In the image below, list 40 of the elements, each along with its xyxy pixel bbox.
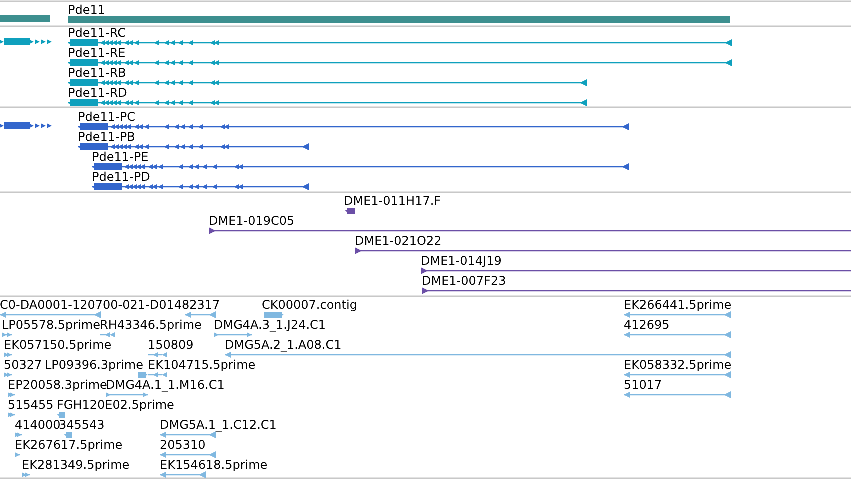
feature-label: DME1-014J19 — [421, 254, 502, 268]
feature-label: EK281349.5prime — [22, 458, 130, 472]
feature-label: DMG4A.1_1.M16.C1 — [106, 378, 225, 392]
feature-label: 515455 — [8, 398, 54, 412]
feature-label: DMG4A.3_1.J24.C1 — [214, 318, 326, 332]
feature-label: FGH120E02.5prime — [57, 398, 174, 412]
feature-label: EK058332.5prime — [624, 358, 732, 372]
feature-label: 414000 — [15, 418, 61, 432]
feature-label: LP05578.5prime — [2, 318, 101, 332]
feature-label: DME1-019C05 — [209, 214, 295, 228]
feature-label: DMG5A.2_1.A08.C1 — [225, 338, 342, 352]
feature-label: DME1-007F23 — [422, 274, 506, 288]
feature-label: Pde11-PE — [92, 150, 149, 164]
feature-label: RH43346.5prime — [100, 318, 202, 332]
feature-label: Pde11-PC — [78, 110, 136, 124]
feature-label: DME1-021O22 — [355, 234, 442, 248]
feature-label: 205310 — [160, 438, 206, 452]
feature-label: Pde11-RE — [68, 46, 126, 60]
feature-label: Pde11-RD — [68, 86, 128, 100]
feature-label: DMG5A.1_1.C12.C1 — [160, 418, 277, 432]
feature-label: Pde11-PD — [92, 170, 150, 184]
feature-label: EK154618.5prime — [160, 458, 268, 472]
feature-label: CK00007.contig — [262, 298, 358, 312]
feature-label: EK266441.5prime — [624, 298, 732, 312]
feature-label: EK104715.5prime — [148, 358, 256, 372]
feature-label: 412695 — [624, 318, 670, 332]
feature-label: EK267617.5prime — [15, 438, 123, 452]
feature-label: Pde11-RC — [68, 26, 126, 40]
feature-label: EK057150.5prime — [4, 338, 112, 352]
feature-label: Pde11 — [68, 3, 106, 17]
feature-label: C0-DA0001-120700-021-D01482317 — [0, 298, 220, 312]
feature-label: 150809 — [148, 338, 194, 352]
feature-label: EP20058.3prime — [8, 378, 108, 392]
feature-label: Pde11-PB — [78, 130, 136, 144]
feature-label: DME1-011H17.F — [344, 194, 442, 208]
feature-label: Pde11-RB — [68, 66, 126, 80]
feature-label: 51017 — [624, 378, 662, 392]
feature-label: 50327 — [4, 358, 42, 372]
feature-label: 345543 — [59, 418, 105, 432]
feature-label: LP09396.3prime — [45, 358, 144, 372]
